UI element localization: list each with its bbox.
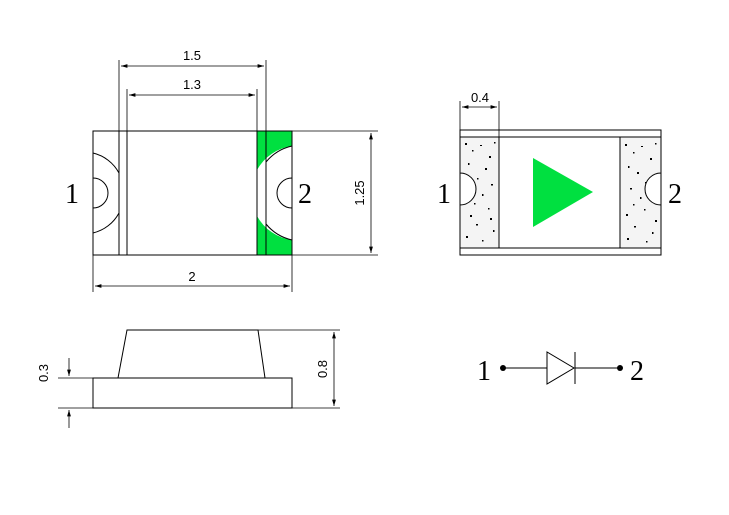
side-view: 0.3 0.8 <box>36 329 340 428</box>
top-view: 1.5 1.3 1.25 2 1 2 <box>65 48 378 292</box>
bottom-view-body <box>459 129 662 256</box>
polarity-band-icon <box>257 131 292 255</box>
side-view-base <box>92 377 293 409</box>
pin-label-1-top: 1 <box>65 179 79 210</box>
left-pad <box>459 136 500 249</box>
right-pad <box>619 136 662 249</box>
dim-top-width-inner: 1.3 <box>183 77 201 92</box>
dim-top-width-outer: 1.5 <box>183 48 201 63</box>
pin-label-1-bottom: 1 <box>437 179 451 210</box>
diode-symbol-icon <box>546 351 575 385</box>
side-view-lens <box>117 329 266 379</box>
schematic-pin-1: 1 <box>477 356 491 387</box>
dim-pad-width: 0.4 <box>471 90 489 105</box>
bottom-view: 0.4 1 2 <box>437 90 682 256</box>
dim-length: 2 <box>188 269 195 284</box>
pin-label-2-bottom: 2 <box>668 179 682 210</box>
dim-body-thickness: 0.3 <box>36 364 51 382</box>
schematic-pin-2: 2 <box>630 356 644 387</box>
pin-label-2-top: 2 <box>298 179 312 210</box>
pad-texture <box>465 142 657 243</box>
led-triangle-icon <box>533 158 593 227</box>
dim-height: 1.25 <box>352 180 367 205</box>
dim-total-height: 0.8 <box>315 360 330 378</box>
schematic-symbol: 1 2 <box>477 351 644 387</box>
